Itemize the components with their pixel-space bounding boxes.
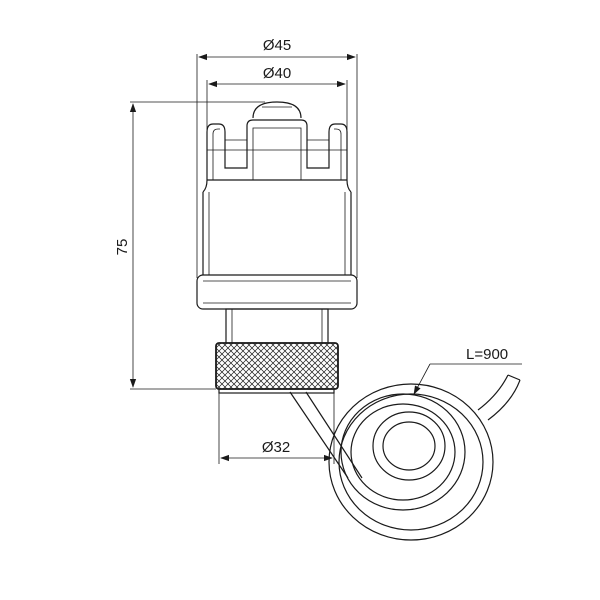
actuator-body	[196, 101, 358, 394]
thread-diameter-label: Ø32	[262, 439, 290, 456]
base-ring	[196, 274, 358, 310]
dimension-height: 75	[114, 101, 265, 390]
plunger-dome	[252, 101, 302, 119]
height-label: 75	[114, 239, 131, 256]
cable-length-callout: L=900	[413, 346, 522, 395]
neck	[225, 308, 329, 344]
cable-length-label: L=900	[466, 346, 508, 363]
outer-diameter-label: Ø45	[263, 37, 291, 54]
coiled-cable	[289, 374, 521, 541]
cap-fins	[206, 119, 348, 180]
dimension-thread-diameter: Ø32	[218, 392, 335, 464]
dimension-inner-diameter: Ø40	[206, 65, 348, 130]
dimension-outer-diameter: Ø45	[196, 37, 358, 278]
knurled-nut	[215, 342, 339, 390]
thread-stub	[218, 388, 335, 394]
inner-diameter-label: Ø40	[263, 65, 291, 82]
